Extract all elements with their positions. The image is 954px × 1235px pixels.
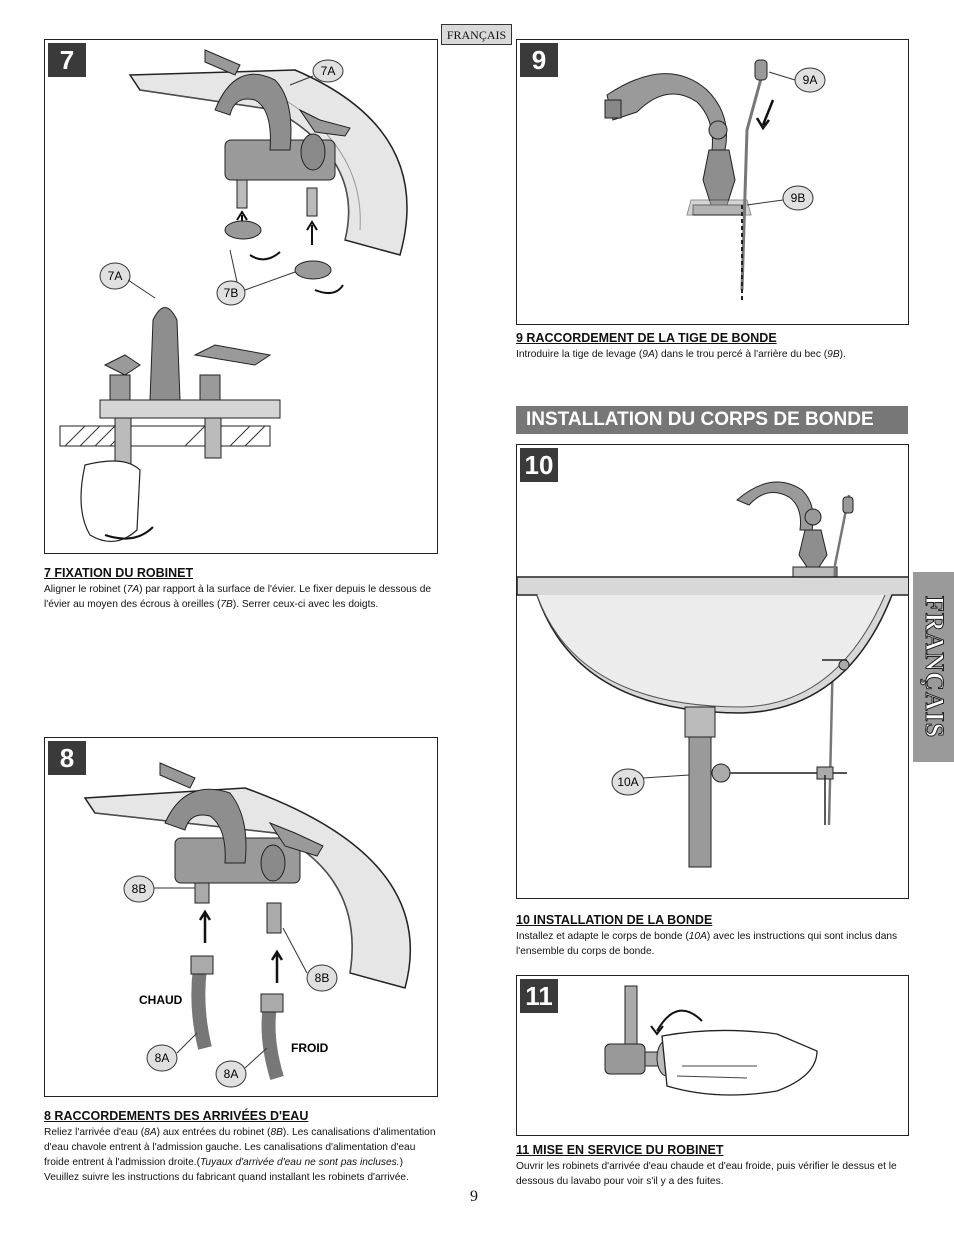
step-10-figure: 10 10A (516, 444, 909, 899)
step-7-number: 7 (48, 43, 86, 77)
callout-7A-bottom: 7A (108, 269, 123, 283)
step-8-number: 8 (48, 741, 86, 775)
section-heading: INSTALLATION DU CORPS DE BONDE (516, 406, 908, 434)
step-7-illustration: 7A 7A 7B (59, 49, 408, 542)
language-tab: FRANÇAIS (441, 24, 512, 45)
step-11-body: Ouvrir les robinets d'arrivée d'eau chau… (516, 1161, 897, 1187)
step-11-number: 11 (520, 979, 558, 1013)
step-8-figure: 8 8B 8B 8A 8A CHAUD FROID (44, 737, 438, 1097)
step-7-figure: 7 7A 7A 7B (44, 39, 438, 554)
step-10-number: 10 (520, 448, 558, 482)
callout-8B-right: 8B (315, 971, 330, 985)
label-cold: FROID (291, 1041, 329, 1055)
callout-8A-right: 8A (224, 1067, 239, 1081)
step-11-title: 11 MISE EN SERVICE DU ROBINET (516, 1143, 724, 1157)
callout-10A: 10A (617, 775, 638, 789)
callout-9B: 9B (791, 191, 806, 205)
step-9-title: 9 RACCORDEMENT DE LA TIGE DE BONDE (516, 331, 777, 345)
callout-9A: 9A (803, 73, 818, 87)
step-10-body: Installez et adapte le corps de bonde (1… (516, 931, 898, 957)
step-7-body: Aligner le robinet (7A) par rapport à la… (44, 584, 432, 610)
step-9-illustration: 9A 9B (604, 59, 826, 300)
step-10-illustration: 10A (517, 481, 908, 868)
step-9-body: Introduire la tige de levage (9A) dans l… (516, 349, 846, 360)
label-hot: CHAUD (139, 993, 183, 1007)
page-number: 9 (470, 1188, 478, 1205)
step-10-title: 10 INSTALLATION DE LA BONDE (516, 913, 713, 927)
step-8-illustration: 8B 8B 8A 8A CHAUD FROID (83, 762, 412, 1088)
side-language-tab: FRANÇAIS (913, 572, 954, 762)
step-7-title: 7 FIXATION DU ROBINET (44, 566, 194, 580)
step-9-figure: 9 9A 9B (516, 39, 909, 325)
step-8-title: 8 RACCORDEMENTS DES ARRIVÉES D'EAU (44, 1109, 309, 1123)
step-11-figure: 11 (516, 975, 909, 1136)
step-11-illustration (604, 985, 818, 1096)
side-language-tab-label: FRANÇAIS (919, 595, 949, 739)
callout-7B: 7B (224, 286, 239, 300)
step-9-number: 9 (520, 43, 558, 77)
step-8-body: Reliez l'arrivée d'eau (8A) aux entrées … (44, 1127, 436, 1183)
callout-7A-top: 7A (321, 64, 336, 78)
callout-8A-left: 8A (155, 1051, 170, 1065)
callout-8B-left: 8B (132, 882, 147, 896)
